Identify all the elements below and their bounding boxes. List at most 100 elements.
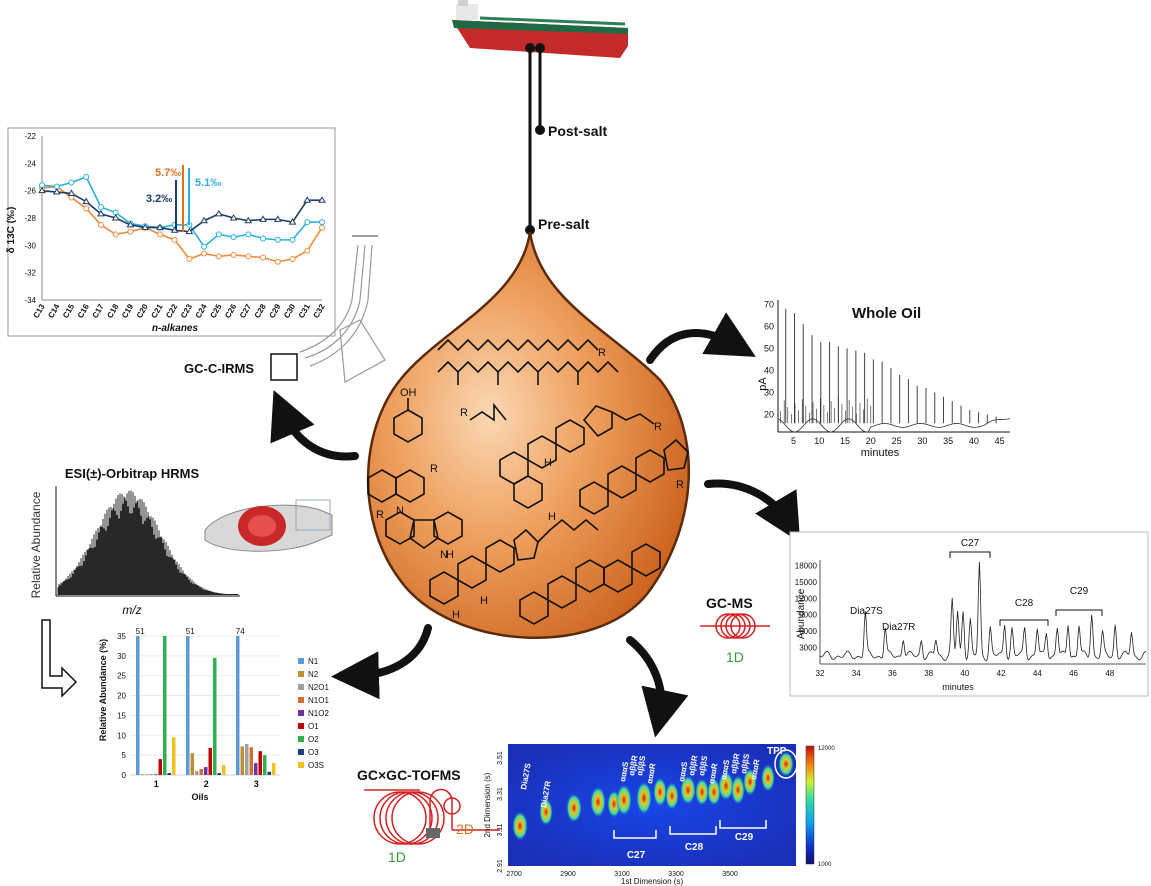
gcxgc-2d-label: 2D: [456, 821, 474, 837]
whole-oil-peaks: [777, 308, 1011, 433]
sterane-ring-4: [663, 438, 689, 471]
irms-point: [127, 228, 134, 235]
molecular-structures: [367, 338, 689, 625]
svg-text:R: R: [430, 463, 438, 475]
svg-text:H: H: [480, 595, 488, 607]
bar-ytick-label: 5: [122, 751, 127, 760]
gcxgc-colorbar-min: 1000: [818, 862, 832, 868]
bar: [195, 771, 199, 775]
carboxylic-acid: [469, 402, 507, 422]
bar-legend-label: N2O1: [308, 683, 329, 692]
irms-xlabel: n-alkanes: [152, 323, 199, 334]
irms-annotation-cyan: 5.1‰: [195, 177, 221, 189]
irms-point: [304, 219, 311, 226]
bar-ytick-label: 20: [117, 692, 126, 701]
bar-legend-swatch: [298, 671, 304, 677]
gcms-xtick-label: 36: [888, 669, 897, 678]
svg-text:H: H: [446, 549, 454, 561]
irms-ytick-label: -28: [24, 214, 36, 223]
gcxgc-xlabel: 1st Dimension (s): [621, 877, 684, 886]
gcxgc-spot: [616, 784, 632, 816]
gc-ms-peak-dia27r: Dia27R: [882, 622, 915, 633]
irms-ytick-label: -30: [24, 241, 36, 250]
irms-point: [273, 215, 282, 222]
cholestane-ring-1: [429, 571, 459, 605]
gcms-ytick-label: 9000: [799, 611, 817, 620]
bar-xlabel: Oils: [191, 792, 208, 802]
irms-point: [186, 256, 193, 262]
irms-box-icon: [270, 353, 298, 381]
gcxgc-ytick-label: 3.11: [497, 823, 504, 836]
bar: [272, 763, 276, 775]
phenol-ring: [393, 409, 423, 443]
bar-ytick-label: 0: [122, 771, 127, 780]
gcxgc-peak-label: αααS: [618, 760, 630, 782]
pre-salt-label: Pre-salt: [538, 216, 590, 232]
gcxgc-spot: [731, 775, 745, 805]
bar-ytick-label: 25: [117, 672, 126, 681]
irms-annotation-orange: 5.7‰: [155, 167, 181, 179]
gc-ms-1d-label: 1D: [726, 649, 744, 665]
hopane-ring-5: [582, 405, 613, 438]
oleanane-ring-5: [631, 543, 661, 577]
gcxgc-peak-label: αααR: [749, 758, 761, 780]
irms-point: [318, 196, 326, 203]
irms-ytick-label: -34: [24, 296, 36, 305]
gcxgc-modulator: [426, 828, 440, 838]
cholestane-ring-3: [485, 539, 515, 573]
post-salt-label: Post-salt: [548, 123, 607, 139]
esi-title: ESI(±)-Orbitrap HRMS: [65, 466, 200, 481]
bar-legend-label: N1: [308, 657, 319, 666]
bar: [213, 657, 217, 775]
irms-point: [259, 215, 267, 222]
irms-point: [201, 250, 208, 257]
bar-ytick-label: 35: [117, 632, 126, 641]
irms-point: [156, 231, 163, 238]
bar-legend-label: O2: [308, 735, 319, 744]
irms-point: [230, 251, 237, 258]
pipe-connector: [525, 43, 545, 235]
wo-xtick-label: 30: [917, 436, 927, 446]
bar: [222, 765, 226, 775]
gcms-xtick-label: 38: [924, 669, 933, 678]
irms-point: [83, 174, 90, 180]
irms-ytick-label: -26: [24, 187, 36, 196]
bar-ytick-label: 30: [117, 652, 126, 661]
gcxgc-spot: [680, 775, 696, 805]
gcxgc-peak-label: αββS: [697, 754, 709, 776]
whole-oil-ylabel: pA: [757, 377, 769, 391]
gcxgc-peak-label: αααS: [677, 760, 689, 782]
gcxgc-ytick-label: 3.51: [497, 751, 504, 765]
bar-legend-label: N1O2: [308, 709, 329, 718]
irms-ytick-label: -22: [24, 132, 36, 141]
irms-point: [52, 188, 61, 195]
gc-ms-group-c28: C28: [1015, 598, 1034, 609]
irms-point: [289, 236, 296, 243]
gcxgc-xtick-label: 3500: [722, 871, 738, 878]
gc-ms-group-c27: C27: [961, 538, 980, 549]
irms-ylabel: δ 13C (‰): [6, 207, 17, 254]
sterane-ring-3: [635, 449, 665, 483]
bar-legend-label: N2: [308, 670, 319, 679]
bar: [267, 771, 271, 775]
gcxgc-spot: [653, 777, 667, 807]
gcxgc-1d-label: 1D: [388, 849, 406, 865]
irms-ytick-label: -32: [24, 269, 36, 278]
bar-legend-label: N1O1: [308, 696, 329, 705]
wo-ytick-label: 20: [764, 409, 774, 419]
bar: [167, 773, 171, 775]
gc-ms-peak-dia27s: Dia27S: [850, 606, 883, 617]
irms-point: [141, 223, 150, 231]
gcms-trace-line: [819, 561, 1147, 661]
esi-spectrum: [57, 490, 239, 595]
gcxgc-spot: [743, 768, 757, 796]
sterane-ring-2: [607, 465, 637, 499]
arrow-to-whole-oil: [646, 312, 756, 364]
bar: [208, 747, 212, 775]
svg-text:H: H: [452, 609, 460, 621]
